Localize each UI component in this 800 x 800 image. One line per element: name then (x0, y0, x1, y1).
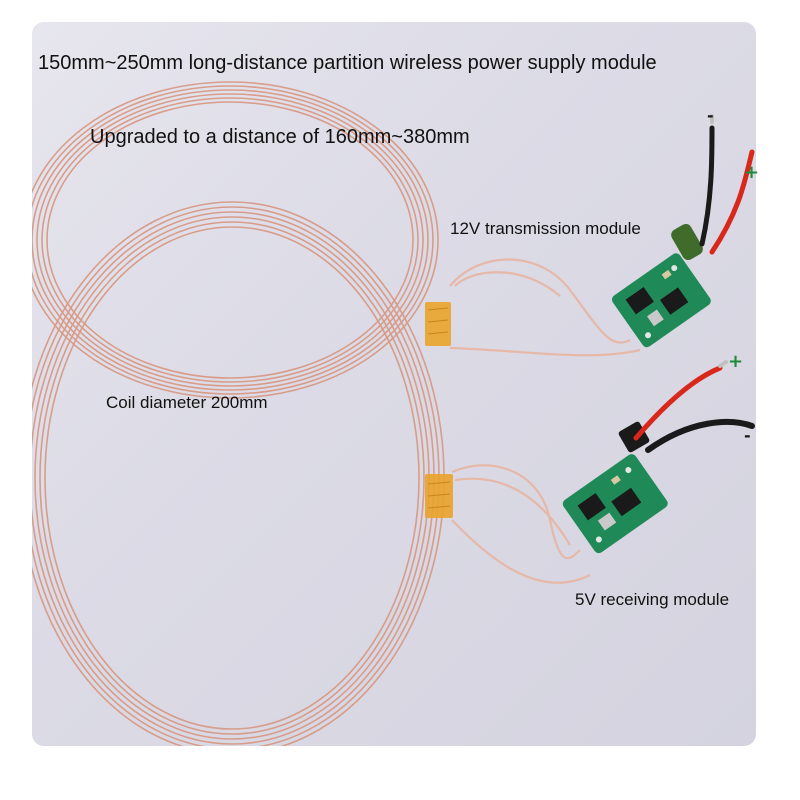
coil-diameter-label: Coil diameter 200mm (106, 393, 268, 412)
transmission-module-label: 12V transmission module (450, 219, 641, 238)
tx-plus-sign: + (744, 162, 760, 183)
upgrade-caption: Upgraded to a distance of 160mm~380mm (90, 126, 470, 148)
tx-minus-sign: - (707, 106, 714, 125)
receiving-module-pcb (562, 454, 668, 554)
rx-minus-sign: - (744, 426, 751, 445)
receiving-module-label: 5V receiving module (575, 590, 730, 609)
transmitter-coil (32, 81, 439, 399)
coil-tape (425, 302, 453, 518)
tx-power-wires (699, 114, 755, 255)
rx-plus-sign: + (728, 351, 744, 372)
rx-power-wires (633, 360, 755, 453)
rx-lead-wires (451, 464, 591, 584)
receiver-coil (32, 201, 445, 746)
transmission-module-pcb (611, 253, 711, 348)
tx-lead-wires (449, 258, 641, 357)
transmission-capacitor (671, 223, 703, 261)
title-caption: 150mm~250mm long-distance partition wire… (38, 52, 657, 74)
